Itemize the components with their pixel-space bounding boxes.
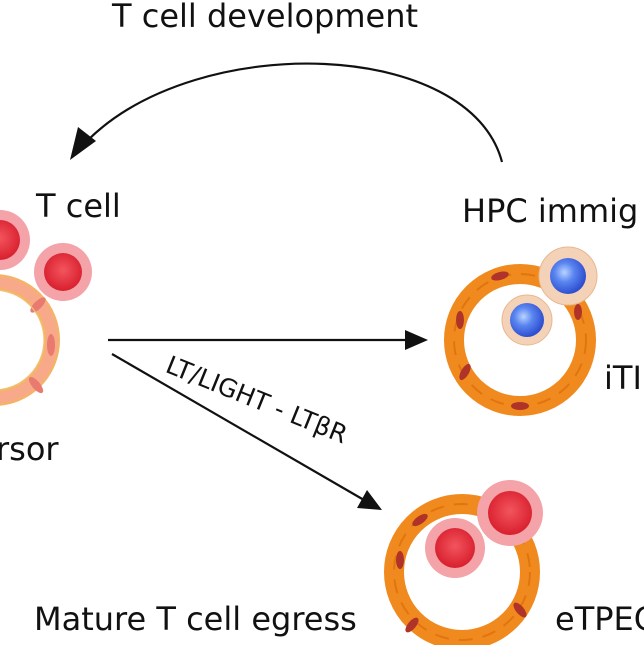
red-cell-etpec-b — [425, 518, 485, 578]
etpec-vessel — [384, 494, 540, 645]
diagonal-arrow — [111, 353, 365, 501]
label-precursor: rsor — [0, 430, 59, 468]
diagonal-arrowhead — [357, 490, 382, 510]
development-curved-arrow — [87, 62, 504, 163]
label-hpc-immigration: HPC immig — [462, 192, 639, 230]
development-arrowhead — [70, 127, 96, 160]
label-etpec: eTPEC — [555, 600, 644, 638]
red-cell-left-a — [0, 210, 30, 270]
blue-cell-lower — [501, 294, 553, 346]
label-itp: iTI — [604, 359, 642, 397]
red-cell-etpec-a — [477, 480, 543, 546]
precursor-vessel — [0, 274, 60, 406]
blue-cell-upper — [538, 246, 598, 306]
horizontal-arrowhead — [405, 330, 428, 350]
itp-vessel — [444, 264, 596, 416]
red-cell-left-b — [34, 243, 92, 301]
label-t-cell-development: T cell development — [112, 0, 419, 35]
label-mature-t-cell-egress: Mature T cell egress — [34, 600, 357, 638]
label-t-cell: T cell — [36, 187, 121, 225]
